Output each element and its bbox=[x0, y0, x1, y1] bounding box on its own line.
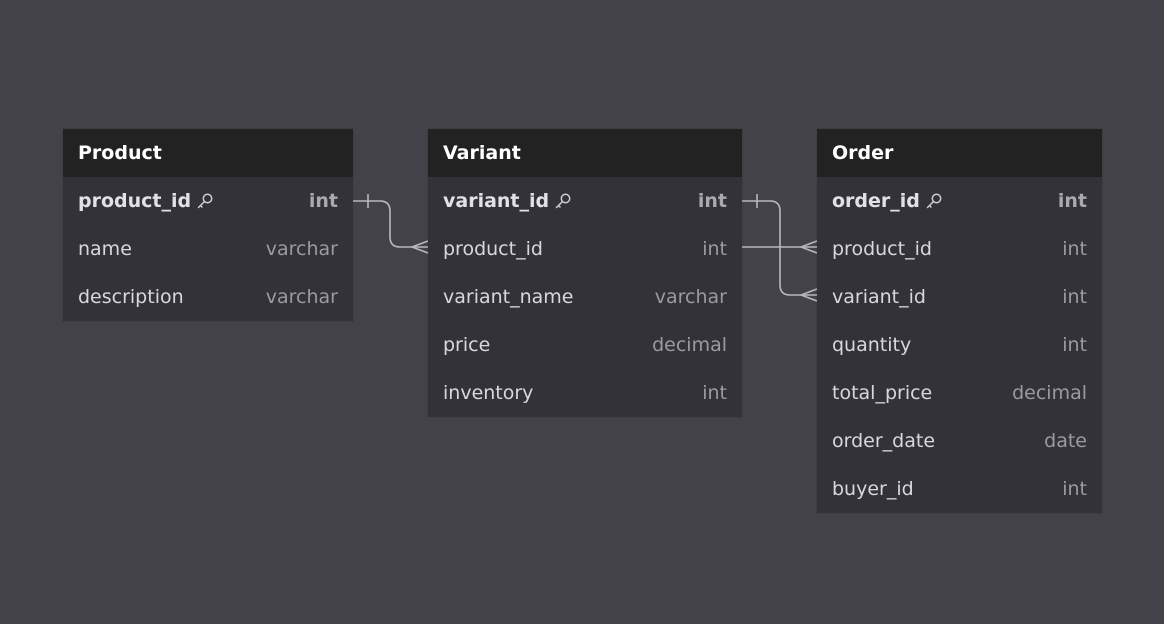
many-marker bbox=[798, 240, 818, 254]
column-type: int bbox=[308, 190, 338, 212]
column-name: product_id bbox=[832, 238, 932, 260]
column-name: buyer_id bbox=[832, 478, 914, 500]
column-type: int bbox=[702, 382, 727, 404]
column-type: int bbox=[702, 238, 727, 260]
column-name: product_id bbox=[78, 190, 192, 212]
column-row[interactable]: product_id int bbox=[817, 225, 1102, 273]
column-name: quantity bbox=[832, 334, 912, 356]
column-row[interactable]: order_id int bbox=[817, 177, 1102, 225]
table-title: Variant bbox=[428, 129, 742, 177]
column-row[interactable]: total_price decimal bbox=[817, 369, 1102, 417]
table-title: Product bbox=[63, 129, 353, 177]
column-type: int bbox=[1062, 478, 1087, 500]
column-name: name bbox=[78, 238, 132, 260]
many-marker bbox=[798, 288, 818, 302]
column-type: decimal bbox=[1012, 382, 1087, 404]
column-name: product_id bbox=[443, 238, 543, 260]
table-title: Order bbox=[817, 129, 1102, 177]
column-type: int bbox=[1062, 238, 1087, 260]
column-row[interactable]: quantity int bbox=[817, 321, 1102, 369]
column-type: int bbox=[1062, 286, 1087, 308]
column-type: varchar bbox=[654, 286, 727, 308]
column-type: varchar bbox=[265, 286, 338, 308]
column-type: int bbox=[1062, 334, 1087, 356]
column-row[interactable]: product_id int bbox=[428, 225, 742, 273]
column-row[interactable]: description varchar bbox=[63, 273, 353, 321]
column-name: variant_name bbox=[443, 286, 574, 308]
column-name: order_id bbox=[832, 190, 920, 212]
many-marker bbox=[409, 240, 429, 254]
column-row[interactable]: variant_id int bbox=[817, 273, 1102, 321]
table-order[interactable]: Order order_id int product_id int varian… bbox=[817, 129, 1102, 513]
relationship-variant-order bbox=[742, 194, 818, 302]
relationship-product-variant bbox=[353, 194, 429, 254]
key-icon bbox=[196, 192, 214, 210]
table-product[interactable]: Product product_id int name varchar desc… bbox=[63, 129, 353, 321]
column-type: int bbox=[1057, 190, 1087, 212]
key-icon bbox=[925, 192, 943, 210]
column-name: description bbox=[78, 286, 184, 308]
column-name: price bbox=[443, 334, 491, 356]
column-row[interactable]: price decimal bbox=[428, 321, 742, 369]
column-name: order_date bbox=[832, 430, 936, 452]
table-variant[interactable]: Variant variant_id int product_id int va… bbox=[428, 129, 742, 417]
column-name: variant_id bbox=[443, 190, 550, 212]
column-row[interactable]: order_date date bbox=[817, 417, 1102, 465]
column-row[interactable]: variant_name varchar bbox=[428, 273, 742, 321]
column-row[interactable]: name varchar bbox=[63, 225, 353, 273]
column-name: inventory bbox=[443, 382, 534, 404]
column-row[interactable]: variant_id int bbox=[428, 177, 742, 225]
column-row[interactable]: inventory int bbox=[428, 369, 742, 417]
column-name: total_price bbox=[832, 382, 933, 404]
column-row[interactable]: buyer_id int bbox=[817, 465, 1102, 513]
column-type: date bbox=[1044, 430, 1087, 452]
column-type: int bbox=[697, 190, 727, 212]
key-icon bbox=[554, 192, 572, 210]
column-row[interactable]: product_id int bbox=[63, 177, 353, 225]
column-type: varchar bbox=[265, 238, 338, 260]
column-type: decimal bbox=[652, 334, 727, 356]
column-name: variant_id bbox=[832, 286, 926, 308]
